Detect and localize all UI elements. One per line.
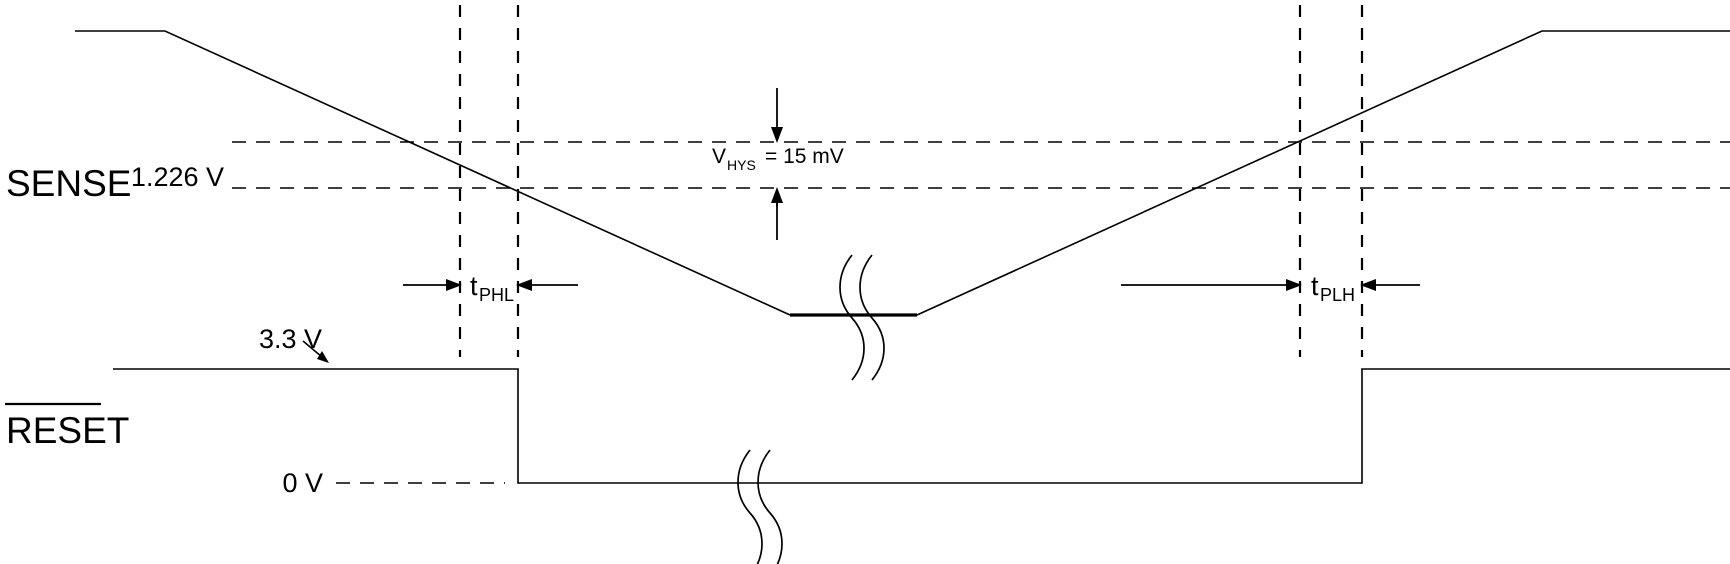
tphl-subscript: PHL: [479, 285, 514, 305]
signal-label-reset-group: RESET: [5, 402, 129, 451]
tphl-prefix: t: [470, 271, 478, 301]
vhys-upper-arrow-icon: [771, 88, 783, 143]
tphl-right-arrow-icon: [516, 279, 578, 291]
hysteresis-prefix: V: [712, 145, 726, 168]
hysteresis-subscript: HYS: [727, 157, 756, 173]
tplh-right-arrow-icon: [1360, 279, 1420, 291]
supply-voltage-pointer-icon: [302, 340, 329, 363]
sense-falling-ramp: [75, 30, 791, 316]
tplh-left-arrow-icon: [1121, 279, 1302, 291]
tphl-left-arrow-icon: [403, 279, 462, 291]
tphl-annotation: t PHL: [470, 271, 514, 305]
hysteresis-annotation: V HYS = 15 mV: [712, 145, 844, 173]
signal-label-reset: RESET: [6, 410, 129, 451]
ground-voltage-label: 0 V: [282, 468, 323, 498]
reset-break-squiggle-icon: [737, 449, 783, 564]
hysteresis-value: = 15 mV: [765, 145, 844, 168]
signal-label-sense: SENSE: [6, 163, 131, 204]
sense-break-squiggle-icon: [839, 254, 885, 381]
supply-voltage-label: 3.3 V: [259, 324, 322, 354]
tplh-annotation: t PLH: [1311, 271, 1355, 305]
sense-rising-ramp: [916, 30, 1730, 316]
tplh-subscript: PLH: [1320, 285, 1355, 305]
reset-waveform: [113, 368, 1730, 484]
tplh-prefix: t: [1311, 271, 1319, 301]
threshold-voltage-label: 1.226 V: [131, 162, 224, 192]
vhys-lower-arrow-icon: [771, 187, 783, 240]
